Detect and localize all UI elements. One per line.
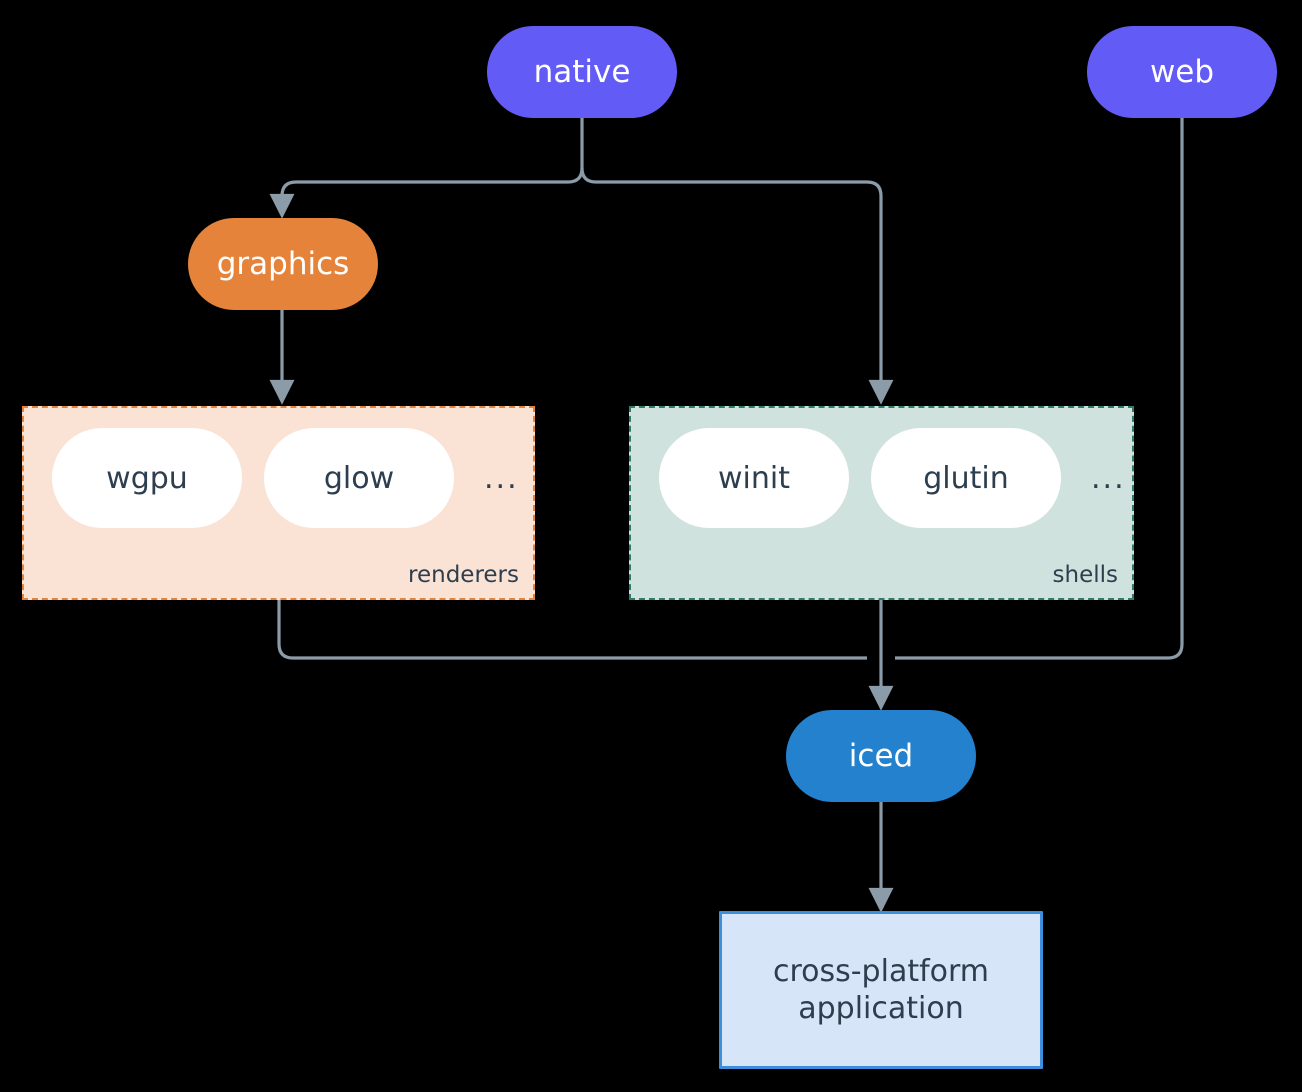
cluster-shells: winit glutin ... shells [629,406,1134,600]
cluster-renderers-label: renderers [408,562,519,588]
leaf-wgpu[interactable]: wgpu [52,428,242,528]
node-web-label: web [1149,53,1215,90]
node-web[interactable]: web [1087,26,1277,118]
node-iced-label: iced [848,737,914,774]
cluster-renderers: wgpu glow ... renderers [22,406,535,600]
leaf-winit-label: winit [718,460,790,496]
application-label-line2: application [798,991,964,1026]
node-native[interactable]: native [487,26,677,118]
leaf-glow[interactable]: glow [264,428,454,528]
node-graphics[interactable]: graphics [188,218,378,310]
node-iced[interactable]: iced [786,710,976,802]
edge-native-to-graphics [269,167,584,219]
leaf-glutin-label: glutin [923,460,1009,496]
application-label-line1: cross-platform [772,953,990,989]
node-native-label: native [533,53,631,90]
leaf-winit[interactable]: winit [659,428,849,528]
edge-renderers-to-iced [277,600,867,660]
cluster-shells-items: winit glutin ... [631,426,1132,530]
leaf-glutin[interactable]: glutin [871,428,1061,528]
renderers-ellipsis: ... [484,460,519,496]
node-graphics-label: graphics [216,245,350,282]
edge-native-to-shells [580,167,894,405]
cluster-renderers-items: wgpu glow ... [24,426,533,530]
leaf-wgpu-label: wgpu [106,460,188,496]
leaf-glow-label: glow [323,460,395,496]
cluster-shells-label: shells [1052,562,1118,588]
node-cross-platform-application[interactable]: cross-platform application [719,911,1043,1069]
shells-ellipsis: ... [1091,460,1126,496]
